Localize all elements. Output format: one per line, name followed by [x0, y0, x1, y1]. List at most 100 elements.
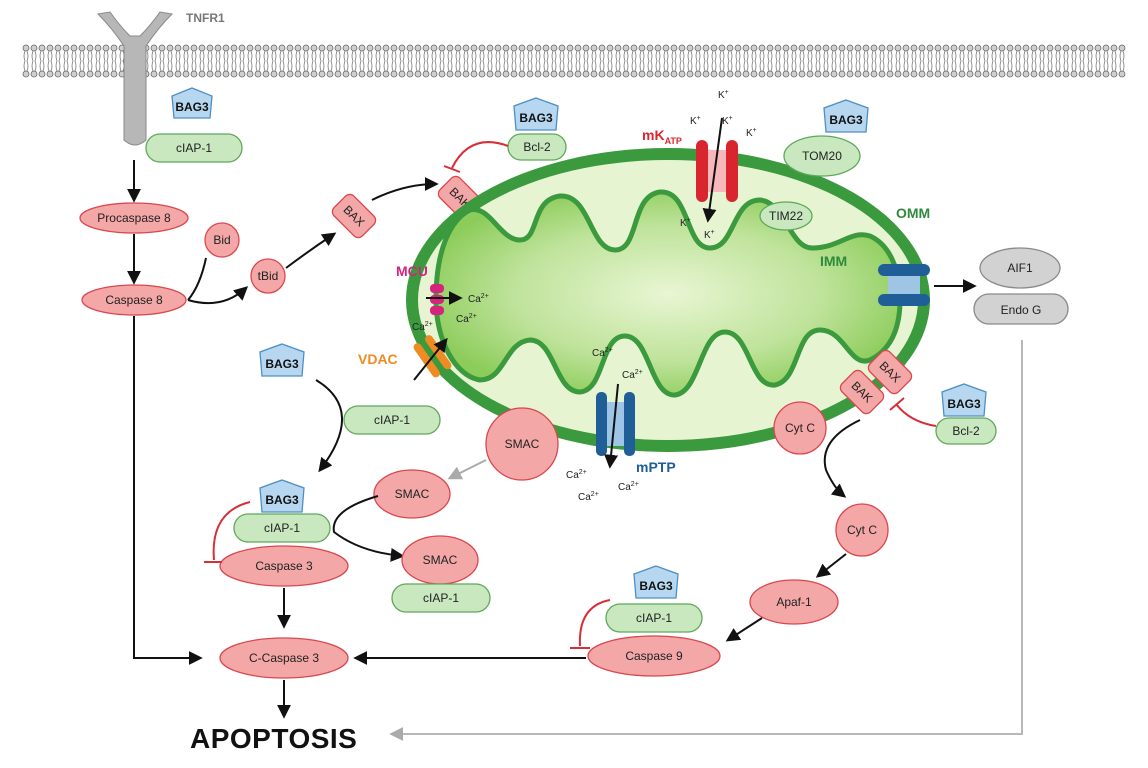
inhibition-bcl2-bak-top: [451, 141, 509, 169]
apoptosis-label: APOPTOSIS: [190, 723, 357, 754]
ciap1-mid-node: [343, 405, 441, 435]
svg-text:K+: K+: [690, 115, 701, 127]
arrow-cytc-apaf1: [815, 553, 847, 578]
bag3-c3-label: BAG3: [265, 493, 299, 507]
arrow-casp8-ccasp3: [133, 316, 203, 665]
inhibition-bar-top: [443, 165, 461, 173]
plasma-membrane: [22, 44, 1126, 78]
mptp-label: mPTP: [636, 459, 676, 475]
svg-text:K+: K+: [680, 217, 691, 229]
caspase8-node: [81, 284, 187, 316]
mcu-label: MCU: [396, 263, 428, 279]
bax-right-node: BAX: [867, 349, 913, 395]
ciap1-c9-node: [605, 603, 703, 633]
caspase3-node: [219, 545, 349, 587]
tom20-node: [783, 135, 861, 177]
tbid-node: [250, 258, 286, 294]
svg-text:K+: K+: [718, 89, 729, 101]
arrow-vdac-ca: [413, 337, 448, 381]
imm-label: IMM: [820, 253, 847, 269]
arrow-casp8-tbid: [187, 286, 249, 305]
bag3-tom-node: [823, 99, 869, 133]
release-channel: [878, 264, 930, 306]
ccaspase3-label: C-Caspase 3: [249, 651, 319, 665]
aif1-label: AIF1: [1007, 261, 1033, 275]
apaf1-label: Apaf-1: [776, 595, 812, 609]
arrow-k-influx: [702, 117, 723, 223]
line-casp8-bid: [187, 257, 207, 301]
smac-mito-node: [485, 407, 559, 481]
cytc-out-node: [835, 503, 889, 557]
arrow-smac-complex: [332, 495, 405, 562]
svg-text:K+: K+: [704, 229, 715, 241]
bag3-tom-label: BAG3: [829, 113, 863, 127]
bag3-c3-node: [259, 479, 305, 513]
ciap1-low-node: [391, 583, 491, 613]
bid-node: [204, 222, 240, 258]
ciap1-c3-node: [233, 513, 331, 543]
arrow-bax-bak: [371, 177, 439, 201]
bcl2-right-node: [935, 417, 997, 445]
procaspase8-label: Procaspase 8: [97, 211, 171, 225]
bax-top-node: BAX: [331, 193, 377, 239]
bcl2-top-node: [507, 133, 567, 161]
tim22-label: TIM22: [769, 209, 803, 223]
inhibition-bar-right: [889, 397, 905, 411]
ca-ion-8: Ca2+: [578, 491, 599, 503]
ciap1-mid-label: cIAP-1: [374, 413, 410, 427]
bcl2-top-label: Bcl-2: [523, 140, 551, 154]
ciap1-top-label: cIAP-1: [176, 141, 212, 155]
ciap1-c9-label: cIAP-1: [636, 611, 672, 625]
procaspase8-node: [79, 202, 189, 234]
tim22-node: [759, 201, 813, 231]
mptp-channel: [596, 392, 635, 456]
endog-node: [973, 293, 1069, 325]
svg-text:K+: K+: [746, 127, 757, 139]
mcu-channel: [430, 284, 444, 315]
caspase8-label: Caspase 8: [105, 293, 163, 307]
bag3-top-node: [171, 87, 213, 119]
ca-ion-2: Ca2+: [456, 313, 477, 325]
k-ions: K+ K+ K+ K+ K+ K+: [680, 89, 757, 241]
cytc-out-label: Cyt C: [847, 523, 877, 537]
aif1-node: [979, 247, 1061, 289]
arrow-aif-apoptosis: [389, 340, 1023, 741]
smac-low-label: SMAC: [423, 553, 458, 567]
smac-mito-label: SMAC: [505, 437, 540, 451]
inhibition-ciap1-casp3: [212, 501, 251, 561]
cytc-mito-label: Cyt C: [785, 421, 815, 435]
ca-ion-6: Ca2+: [566, 469, 587, 481]
caspase9-label: Caspase 9: [625, 649, 683, 663]
inhibition-ciap1-casp9: [578, 599, 611, 647]
bag3-bcl2-right-node: [941, 383, 987, 417]
svg-text:K+: K+: [722, 115, 733, 127]
bak-right-node: BAK: [839, 369, 885, 415]
ca-ion-7: Ca2+: [618, 481, 639, 493]
bag3-c9-node: [633, 565, 679, 599]
ca-ion-1: Ca2+: [468, 293, 489, 305]
ciap1-low-label: cIAP-1: [423, 591, 459, 605]
mkatp-label: mKATP: [642, 127, 682, 146]
mitochondrion: [406, 148, 930, 452]
caspase3-label: Caspase 3: [255, 559, 313, 573]
vdac-label: VDAC: [358, 351, 398, 367]
bag3-c9-label: BAG3: [639, 579, 673, 593]
tnfr1-receptor-icon: [96, 11, 174, 146]
imm-cristae: [433, 189, 903, 398]
ca-ion-3: Ca2+: [412, 321, 433, 333]
ciap1-c3-label: cIAP-1: [264, 521, 300, 535]
bcl2-right-label: Bcl-2: [952, 424, 980, 438]
ca-ion-5: Ca2+: [622, 369, 643, 381]
ccaspase3-node: [219, 637, 349, 679]
inhibition-bcl2-bak-right: [895, 403, 937, 427]
apaf1-node: [749, 579, 839, 625]
arrow-smac-release: [447, 459, 487, 480]
ca-ion-4: Ca2+: [592, 347, 613, 359]
arrow-tbid-bax: [285, 232, 337, 269]
bag3-mid-label: BAG3: [265, 357, 299, 371]
smac-mid-label: SMAC: [395, 487, 430, 501]
arrow-bag3-complex: [315, 379, 343, 473]
bid-label: Bid: [213, 233, 230, 247]
